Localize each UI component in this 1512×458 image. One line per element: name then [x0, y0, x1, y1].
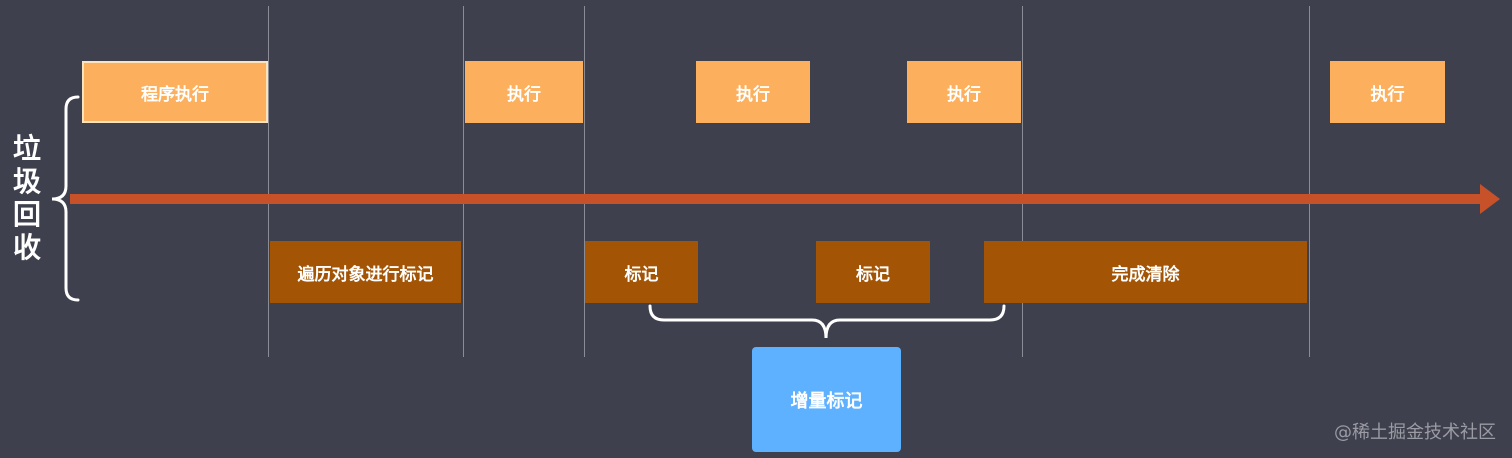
- mark-box-label: 标记: [856, 264, 890, 285]
- divider-line: [584, 6, 585, 357]
- garbage-collection-label: 垃圾回收: [12, 132, 41, 264]
- exec-box-label: 执行: [1370, 84, 1405, 105]
- divider-line: [1022, 6, 1023, 357]
- divider-line: [1309, 6, 1310, 357]
- mark-box: 标记: [585, 241, 698, 303]
- complete-sweep-box: 完成清除: [984, 241, 1307, 303]
- divider-line: [463, 6, 464, 357]
- mark-box-label: 完成清除: [1111, 264, 1180, 285]
- execution-box: 执行: [907, 61, 1021, 123]
- program-execution-box: 程序执行: [82, 61, 268, 123]
- incremental-brace: [648, 304, 1006, 339]
- side-brace: [51, 95, 80, 302]
- incremental-label: 增量标记: [790, 390, 863, 412]
- timeline-arrow-head: [1480, 184, 1500, 214]
- traverse-mark-box: 遍历对象进行标记: [270, 241, 461, 303]
- exec-box-label: 程序执行: [141, 84, 209, 105]
- execution-box: 执行: [1330, 61, 1445, 123]
- divider-line: [268, 6, 269, 357]
- mark-box: 标记: [816, 241, 930, 303]
- execution-box: 执行: [465, 61, 583, 123]
- mark-box-label: 遍历对象进行标记: [297, 264, 434, 285]
- mark-box-label: 标记: [624, 264, 659, 285]
- incremental-marking-box: 增量标记: [752, 347, 901, 452]
- watermark: @稀土掘金技术社区: [1334, 422, 1496, 443]
- exec-box-label: 执行: [507, 84, 541, 105]
- execution-box: 执行: [696, 61, 810, 123]
- exec-box-label: 执行: [736, 84, 770, 105]
- exec-box-label: 执行: [947, 84, 981, 105]
